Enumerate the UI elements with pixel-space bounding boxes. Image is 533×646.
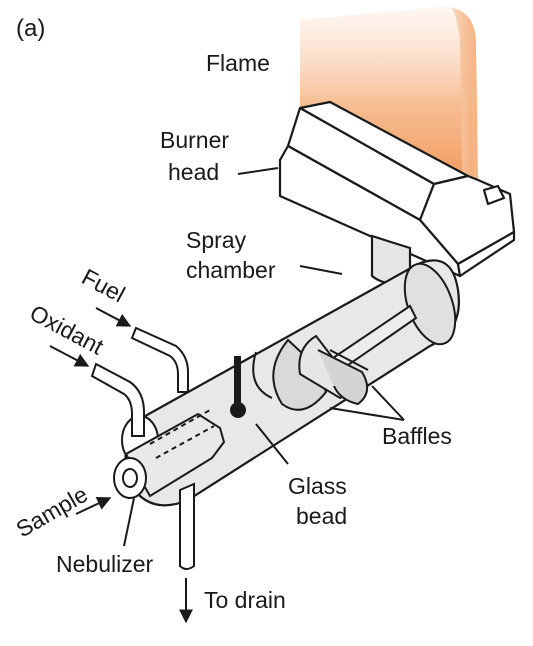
drain-tube bbox=[179, 482, 195, 570]
fuel-tube bbox=[130, 326, 189, 393]
nebulizer-label: Nebulizer bbox=[56, 551, 153, 577]
flame-label: Flame bbox=[206, 50, 270, 76]
spray-label-line2: chamber bbox=[186, 257, 276, 283]
oxidant-tube bbox=[90, 362, 145, 437]
oxidant-arrow bbox=[49, 345, 90, 367]
spray-label-line1: Spray bbox=[186, 227, 247, 253]
fuel-label: Fuel bbox=[78, 263, 130, 307]
panel-label: (a) bbox=[16, 15, 45, 42]
burner-head bbox=[278, 100, 516, 278]
nebulizer bbox=[113, 409, 226, 499]
glass-bead-leader-line bbox=[255, 423, 289, 465]
flame-shape bbox=[300, 6, 478, 185]
baffles-assembly bbox=[252, 304, 418, 411]
burner-label-line1: Burner bbox=[160, 127, 229, 153]
burner-leader-line bbox=[237, 167, 279, 175]
glass-bead-label-line1: Glass bbox=[288, 473, 347, 499]
glass-bead bbox=[230, 356, 246, 418]
baffles-leader-line-1 bbox=[371, 385, 405, 421]
nebulizer-leader-line bbox=[123, 497, 135, 547]
glass-bead-label-line2: bead bbox=[296, 503, 347, 529]
to-drain-label: To drain bbox=[204, 587, 286, 613]
sample-arrow bbox=[75, 497, 112, 515]
burner-label-line2: head bbox=[168, 159, 219, 185]
baffles-leader-line-2 bbox=[329, 407, 405, 421]
fuel-arrow bbox=[95, 307, 132, 327]
spray-leader-line bbox=[299, 265, 343, 275]
baffles-label: Baffles bbox=[382, 423, 452, 449]
